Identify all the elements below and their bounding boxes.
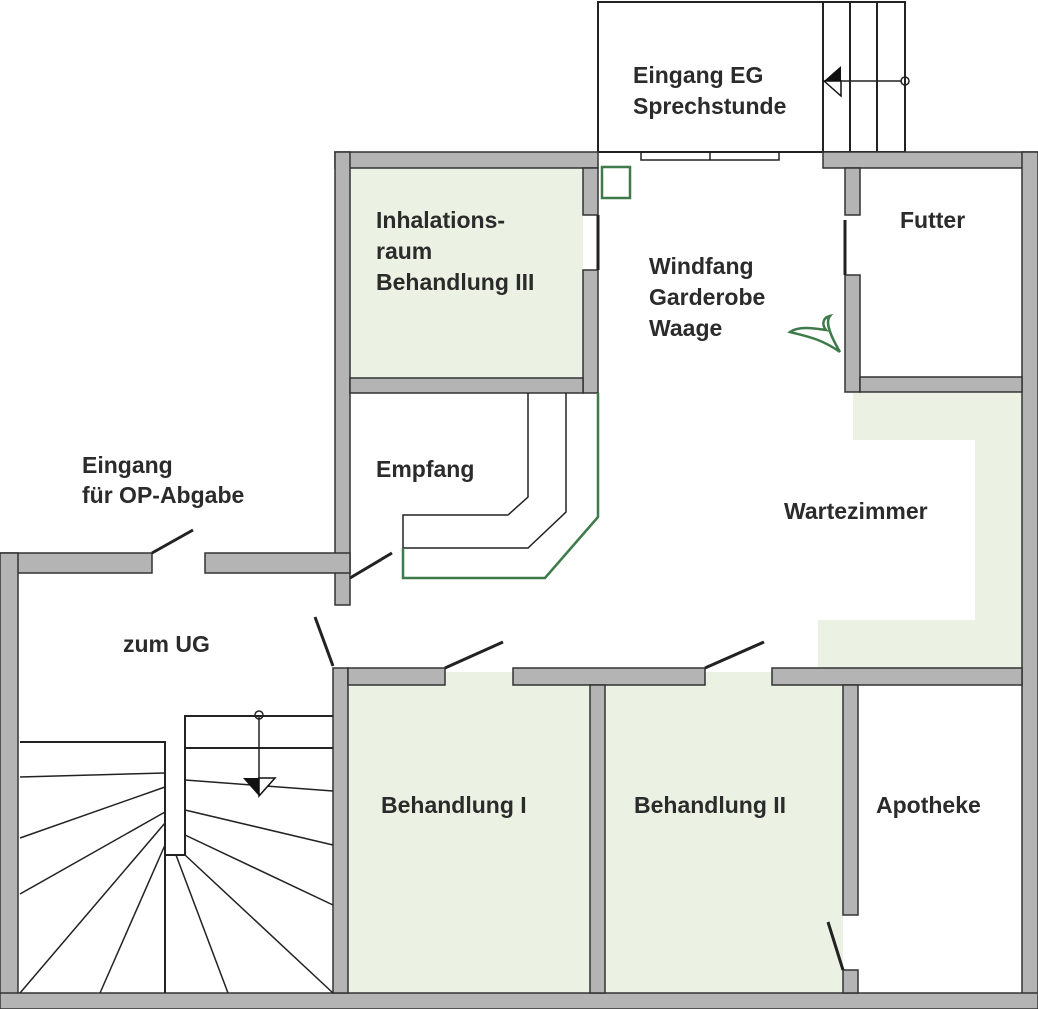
walls [0, 151, 1038, 1009]
doors [151, 215, 847, 971]
label-apotheke: Apotheke [876, 792, 981, 818]
reception-counter [401, 165, 842, 580]
stairs-down [19, 710, 334, 994]
label-ug: zum UG [123, 631, 210, 657]
label-futter: Futter [900, 207, 965, 233]
room-behandlung-2 [605, 672, 843, 993]
label-wartezimmer: Wartezimmer [784, 498, 928, 524]
label-behandlung-1: Behandlung I [381, 792, 527, 818]
entrance-stairs [597, 1, 910, 161]
label-empfang: Empfang [376, 456, 474, 482]
room-wartezimmer-area [818, 393, 1022, 668]
coat-hanger-icon [787, 313, 842, 354]
label-behandlung-2: Behandlung II [634, 792, 786, 818]
room-inhalation [350, 168, 583, 378]
room-behandlung-1 [348, 672, 590, 993]
